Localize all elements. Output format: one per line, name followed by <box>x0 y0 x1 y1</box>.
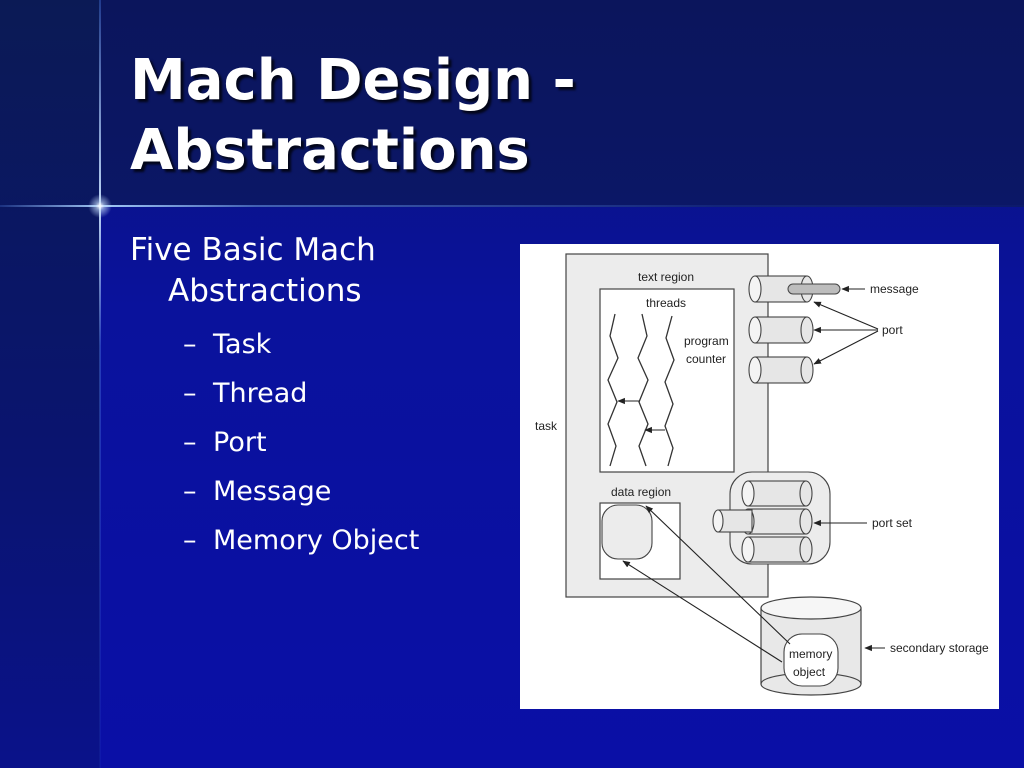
text-region-label: text region <box>638 270 694 284</box>
sub-bullet-label: Message <box>213 476 332 507</box>
mapping-arrow-2 <box>622 560 783 663</box>
port-cylinder-2 <box>748 316 814 344</box>
data-region-label: data region <box>611 485 671 499</box>
sub-bullet-label: Thread <box>213 378 308 409</box>
dash-glyph: – <box>183 378 197 409</box>
task-label: task <box>535 419 558 433</box>
program-label: program <box>684 334 729 348</box>
port-set-label: port set <box>872 516 913 530</box>
thread-line-3 <box>664 315 675 467</box>
sub-bullet-port: –Port <box>130 418 510 467</box>
port-set-cylinder-1 <box>741 480 813 507</box>
port-set-cylinder-3 <box>741 536 813 563</box>
dash-glyph: – <box>183 329 197 360</box>
message-label: message <box>870 282 919 296</box>
memory-label: memory <box>789 647 832 661</box>
message-capsule <box>787 283 841 295</box>
bullet-main-line-1: Five Basic Mach <box>130 232 376 268</box>
diagram-svg: task text region threads program counter… <box>535 253 989 696</box>
port-label: port <box>882 323 903 337</box>
dash-glyph: – <box>183 476 197 507</box>
mach-abstractions-diagram: task text region threads program counter… <box>520 244 999 709</box>
sub-bullet-label: Port <box>213 427 267 458</box>
thread-line-2 <box>637 313 649 467</box>
sub-bullet-task: –Task <box>130 320 510 369</box>
counter-label: counter <box>686 352 726 366</box>
data-region-blob <box>601 504 653 560</box>
sub-bullet-message: –Message <box>130 467 510 516</box>
object-label: object <box>793 665 826 679</box>
sub-bullet-memory-object: –Memory Object <box>130 516 510 565</box>
sub-bullet-list: –Task –Thread –Port –Message –Memory Obj… <box>130 320 510 565</box>
thread-line-1 <box>607 313 619 467</box>
port-arrow-3 <box>813 330 879 365</box>
sparkle-decoration <box>88 194 112 218</box>
port-set-input-cylinder <box>712 509 753 533</box>
sub-bullet-label: Memory Object <box>213 525 420 556</box>
secondary-storage-label: secondary storage <box>890 641 989 655</box>
vertical-light-line <box>99 0 101 768</box>
memory-object-blob <box>783 633 839 687</box>
horizontal-light-line <box>0 205 1024 207</box>
left-band <box>0 0 100 768</box>
threads-label: threads <box>646 296 686 310</box>
title-line-2: Abstractions <box>130 118 530 183</box>
mapping-arrow-1 <box>645 505 791 645</box>
slide-title: Mach Design - Abstractions <box>130 46 1010 186</box>
title-line-1: Mach Design - <box>130 48 576 113</box>
port-cylinder-3 <box>748 356 814 384</box>
port-arrow-1 <box>813 301 879 330</box>
threads-box <box>599 288 735 473</box>
sub-bullet-label: Task <box>213 329 272 360</box>
dash-glyph: – <box>183 427 197 458</box>
sub-bullet-thread: –Thread <box>130 369 510 418</box>
dash-glyph: – <box>183 525 197 556</box>
title-band <box>0 0 1024 207</box>
bullet-main-line-2: Abstractions <box>168 273 362 309</box>
